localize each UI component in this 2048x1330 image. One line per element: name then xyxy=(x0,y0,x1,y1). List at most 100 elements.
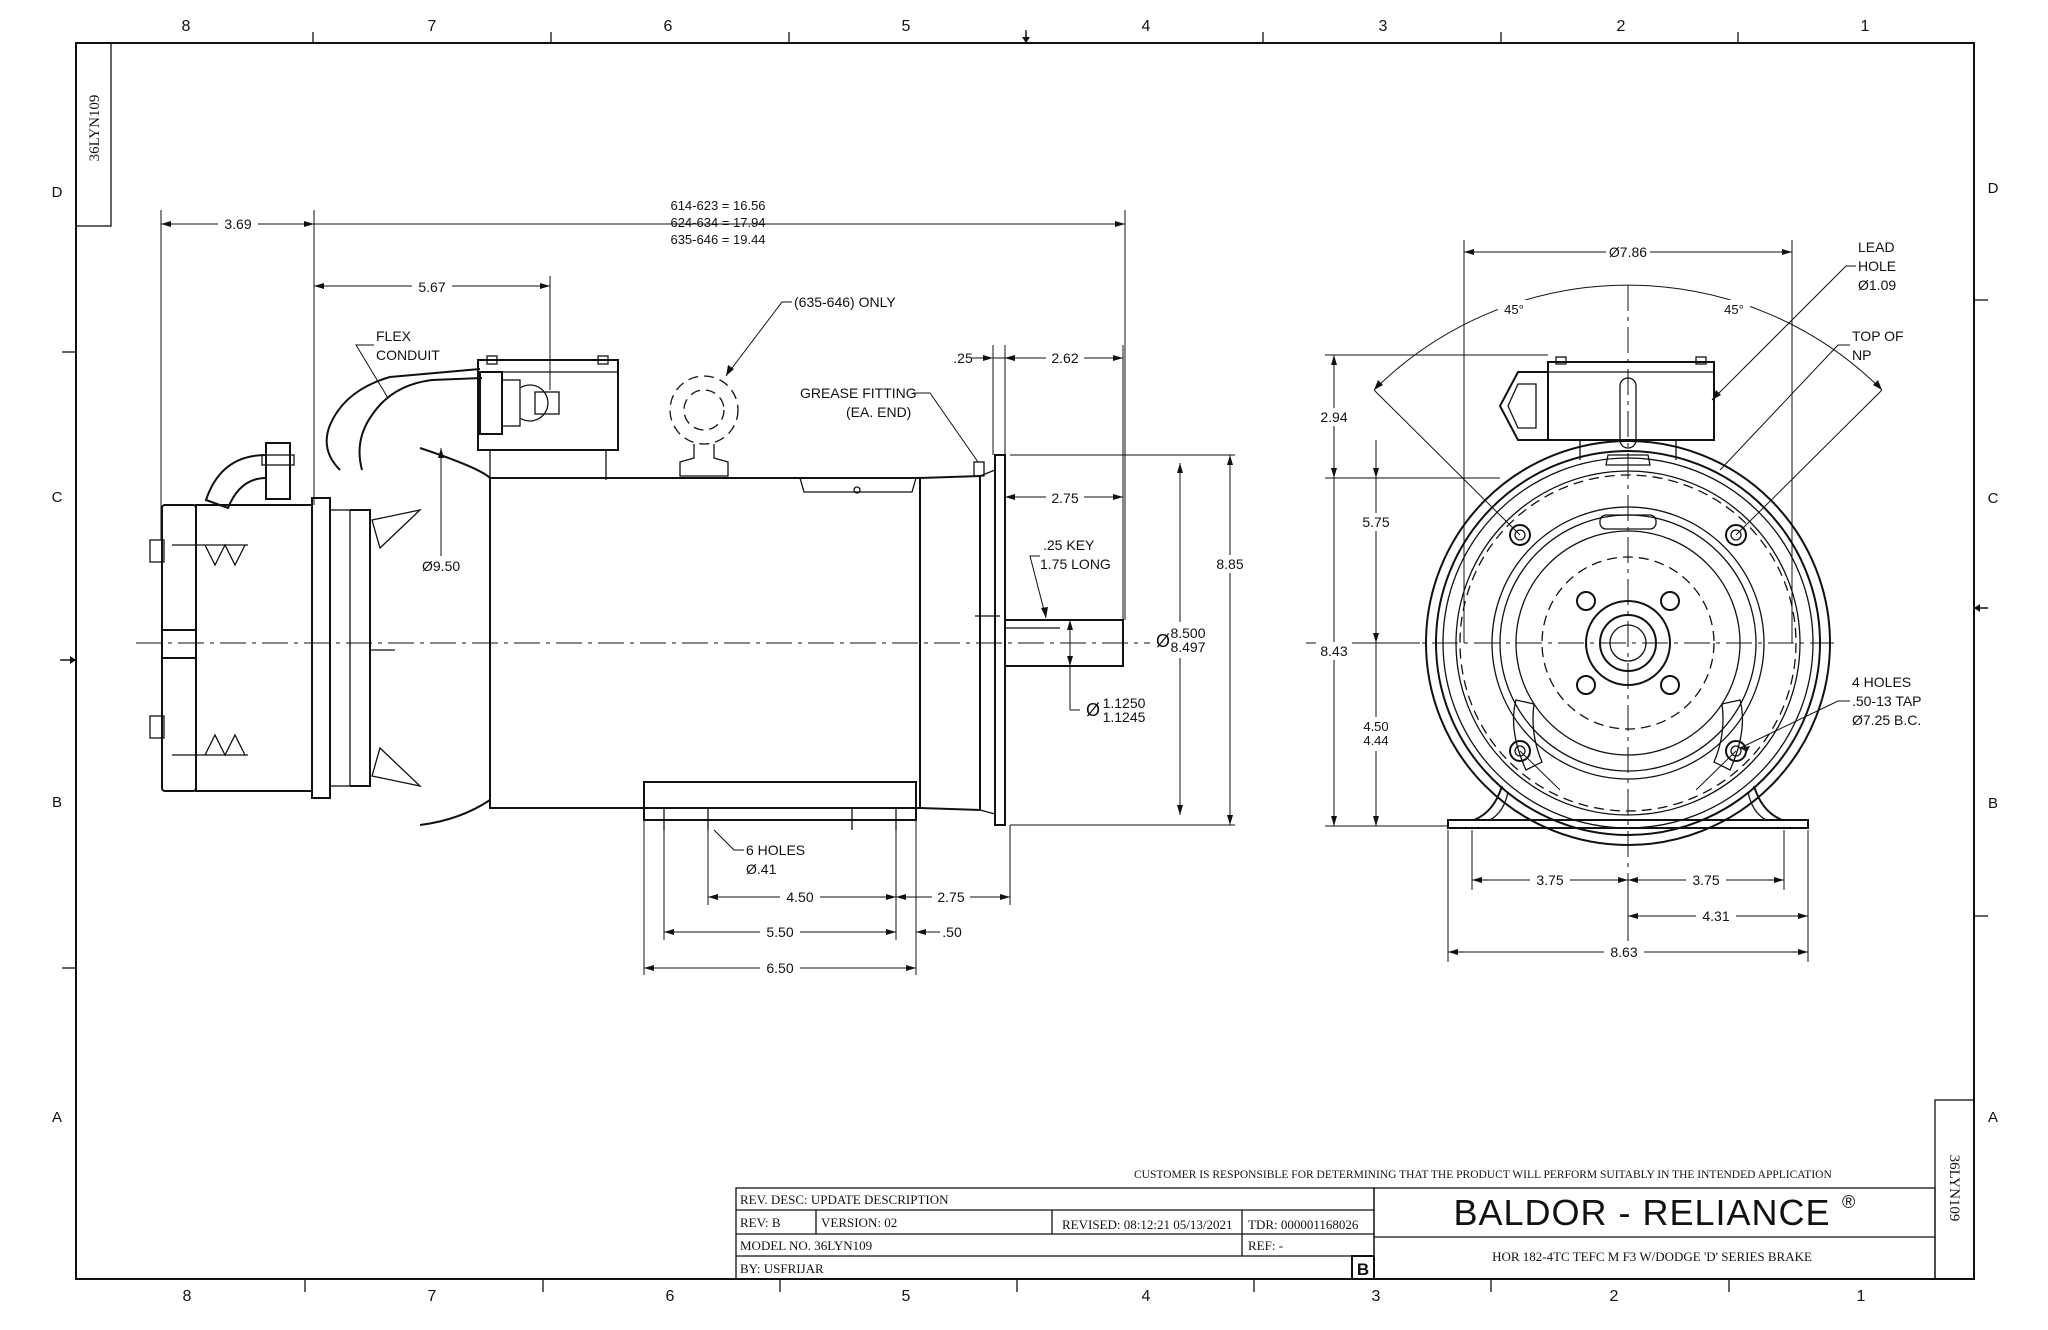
dim-2-62: 2.62 xyxy=(1051,350,1078,366)
side-dimensions: 3.69 614-623 = 16.56 624-634 = 17.94 635… xyxy=(160,198,1248,977)
dim-angle-left: 45° xyxy=(1504,302,1524,317)
dim-length-c: 635-646 = 19.44 xyxy=(670,232,765,247)
zone-labels-top: 8 7 6 5 4 3 2 1 xyxy=(182,18,1870,35)
end-view: Ø7.86 45° 45° LEAD HOLE Ø1.09 TOP OF NP xyxy=(1306,239,1922,962)
dim-dia-7-86: Ø7.86 xyxy=(1609,244,1647,260)
dim-4-31: 4.31 xyxy=(1702,908,1729,924)
label-4-holes: 4 HOLES xyxy=(1852,674,1911,690)
label-flex: FLEX xyxy=(376,328,412,344)
label-hole: HOLE xyxy=(1858,258,1896,274)
title-block: CUSTOMER IS RESPONSIBLE FOR DETERMINING … xyxy=(735,1169,1936,1280)
zone-bottom-5: 5 xyxy=(902,1288,911,1305)
label-top-of: TOP OF xyxy=(1852,328,1904,344)
dim-0-25: .25 xyxy=(953,350,973,366)
drawing-id-bottom: 36LYN109 xyxy=(1946,1155,1962,1222)
zone-top-3: 3 xyxy=(1379,18,1388,35)
model-number: MODEL NO. 36LYN109 xyxy=(740,1238,872,1253)
label-key: .25 KEY xyxy=(1043,537,1095,553)
product-description: HOR 182-4TC TEFC M F3 W/DODGE 'D' SERIES… xyxy=(1492,1249,1812,1264)
shaft xyxy=(975,615,1124,667)
brand-registered-mark: ® xyxy=(1842,1192,1855,1212)
zone-labels-bottom: 8 7 6 5 4 3 2 1 xyxy=(183,1288,1866,1305)
dim-2-94: 2.94 xyxy=(1320,409,1347,425)
zone-left-A: A xyxy=(52,1109,62,1126)
dim-dia-9-50: Ø9.50 xyxy=(422,558,460,574)
zone-bottom-8: 8 xyxy=(183,1288,192,1305)
zone-right-B: B xyxy=(1988,795,1998,812)
zone-bottom-1: 1 xyxy=(1857,1288,1866,1305)
dim-8-85: 8.85 xyxy=(1216,556,1243,572)
revised-date: REVISED: 08:12:21 05/13/2021 xyxy=(1062,1217,1232,1232)
zone-left-D: D xyxy=(52,184,63,201)
zone-bottom-7: 7 xyxy=(428,1288,437,1305)
brake-housing xyxy=(149,497,423,799)
label-lead: LEAD xyxy=(1858,239,1895,255)
label-np: NP xyxy=(1852,347,1871,363)
zone-labels-right: D C B A xyxy=(1988,180,1999,1126)
brand-name: BALDOR - RELIANCE xyxy=(1453,1192,1830,1233)
sheet-frame xyxy=(60,30,1988,1292)
zone-bottom-6: 6 xyxy=(666,1288,675,1305)
zone-labels-left: D C B A xyxy=(52,184,63,1126)
end-view-housing xyxy=(1425,440,1831,846)
flex-conduit xyxy=(204,368,560,510)
dim-2-75-shaft: 2.75 xyxy=(1051,490,1078,506)
eyebolt xyxy=(669,375,739,477)
dim-5-75: 5.75 xyxy=(1362,514,1389,530)
rev: REV: B xyxy=(740,1215,781,1230)
zone-left-C: C xyxy=(52,489,63,506)
dim-shaft-symbol: Ø xyxy=(1086,700,1100,720)
zone-top-6: 6 xyxy=(664,18,673,35)
dim-3-75-right: 3.75 xyxy=(1692,872,1719,888)
side-view: 3.69 614-623 = 16.56 624-634 = 17.94 635… xyxy=(136,198,1248,977)
zone-top-2: 2 xyxy=(1617,18,1626,35)
dim-2-75-feet: 2.75 xyxy=(937,889,964,905)
dim-pilot-min: 8.497 xyxy=(1170,639,1205,655)
label-conduit: CONDUIT xyxy=(376,347,440,363)
zone-top-7: 7 xyxy=(428,18,437,35)
motor-feet xyxy=(643,781,917,830)
dim-pilot-max: 8.500 xyxy=(1170,625,1205,641)
label-key-length: 1.75 LONG xyxy=(1040,556,1111,572)
zone-right-A: A xyxy=(1988,1109,1998,1126)
tdr-number: TDR: 000001168026 xyxy=(1248,1217,1359,1232)
dim-3-75-left: 3.75 xyxy=(1536,872,1563,888)
dim-length-b: 624-634 = 17.94 xyxy=(670,215,765,230)
zone-right-D: D xyxy=(1988,180,1999,197)
zone-top-4: 4 xyxy=(1142,18,1151,35)
zone-top-5: 5 xyxy=(902,18,911,35)
dim-3-69: 3.69 xyxy=(224,216,251,232)
label-tap: .50-13 TAP xyxy=(1852,693,1922,709)
dim-8-63: 8.63 xyxy=(1610,944,1637,960)
label-grease-fitting: GREASE FITTING xyxy=(800,385,917,401)
motor-frame xyxy=(419,447,1006,826)
rev-letter: B xyxy=(1357,1260,1369,1279)
conduit-box xyxy=(477,355,619,480)
drawing-id-box-top: 36LYN109 xyxy=(75,42,112,227)
dim-angle-right: 45° xyxy=(1724,302,1744,317)
dim-0-50: .50 xyxy=(942,924,962,940)
label-lead-dia: Ø1.09 xyxy=(1858,277,1896,293)
dim-8-43: 8.43 xyxy=(1320,643,1347,659)
dim-6-50: 6.50 xyxy=(766,960,793,976)
zone-top-1: 1 xyxy=(1861,18,1870,35)
zone-bottom-2: 2 xyxy=(1610,1288,1619,1305)
rev-description: REV. DESC: UPDATE DESCRIPTION xyxy=(740,1192,949,1207)
dim-4-44-height: 4.44 xyxy=(1363,733,1388,748)
dim-shaft-max: 1.1250 xyxy=(1103,695,1146,711)
zone-top-8: 8 xyxy=(182,18,191,35)
dim-4-50-height: 4.50 xyxy=(1363,719,1388,734)
end-view-conduit-box xyxy=(1498,356,1715,466)
dim-pilot-symbol: Ø xyxy=(1156,631,1170,651)
dim-shaft-min: 1.1245 xyxy=(1103,709,1146,725)
label-bolt-circle: Ø7.25 B.C. xyxy=(1852,712,1921,728)
end-dimensions: Ø7.86 45° 45° LEAD HOLE Ø1.09 TOP OF NP xyxy=(1316,239,1922,962)
zone-left-B: B xyxy=(52,794,62,811)
dim-5-67: 5.67 xyxy=(418,279,445,295)
disclaimer: CUSTOMER IS RESPONSIBLE FOR DETERMINING … xyxy=(1134,1169,1832,1181)
version: VERSION: 02 xyxy=(821,1215,897,1230)
zone-right-C: C xyxy=(1988,490,1999,507)
ref: REF: - xyxy=(1248,1238,1283,1253)
dim-length-a: 614-623 = 16.56 xyxy=(670,198,765,213)
